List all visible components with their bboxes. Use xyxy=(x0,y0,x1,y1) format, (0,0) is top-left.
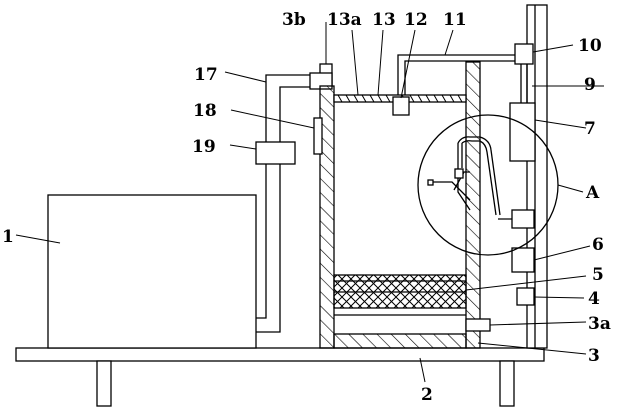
outlet-valve xyxy=(465,318,491,332)
label-19: 19 xyxy=(192,137,216,157)
label-3b: 3b xyxy=(282,10,306,30)
label-5: 5 xyxy=(592,265,604,285)
label-4: 4 xyxy=(588,289,600,309)
base-frame xyxy=(15,347,545,407)
motor-box xyxy=(511,247,535,273)
label-6: 6 xyxy=(592,235,604,255)
label-17: 17 xyxy=(194,65,218,85)
label-A: A xyxy=(585,183,600,203)
valve-block xyxy=(514,43,534,65)
label-3: 3 xyxy=(588,346,600,366)
controller-box xyxy=(509,102,536,162)
water-tank xyxy=(47,194,257,349)
level-sensor xyxy=(313,117,323,155)
label-1: 1 xyxy=(2,227,14,247)
feed-pipe xyxy=(397,54,519,95)
container-right-wall xyxy=(465,61,481,349)
label-13: 13 xyxy=(372,10,396,30)
label-7: 7 xyxy=(584,119,596,139)
container-left-wall xyxy=(319,85,335,349)
sensor-box xyxy=(516,287,535,306)
label-2: 2 xyxy=(421,385,433,405)
label-18: 18 xyxy=(193,101,217,121)
label-9: 9 xyxy=(584,75,596,95)
label-12: 12 xyxy=(404,10,428,30)
labels: 1 2 3 3a 3b 4 5 6 7 9 10 11 12 13 13a 17… xyxy=(2,10,611,405)
label-10: 10 xyxy=(578,36,602,56)
pump-box xyxy=(255,141,296,165)
inlet-fitting xyxy=(309,63,333,90)
container-bottom xyxy=(333,333,467,349)
label-13a: 13a xyxy=(327,10,362,30)
label-3a: 3a xyxy=(588,314,611,334)
label-11: 11 xyxy=(443,10,467,30)
leader-lines xyxy=(15,22,604,383)
spray-head xyxy=(392,96,410,116)
inlet-pipe xyxy=(256,74,310,333)
